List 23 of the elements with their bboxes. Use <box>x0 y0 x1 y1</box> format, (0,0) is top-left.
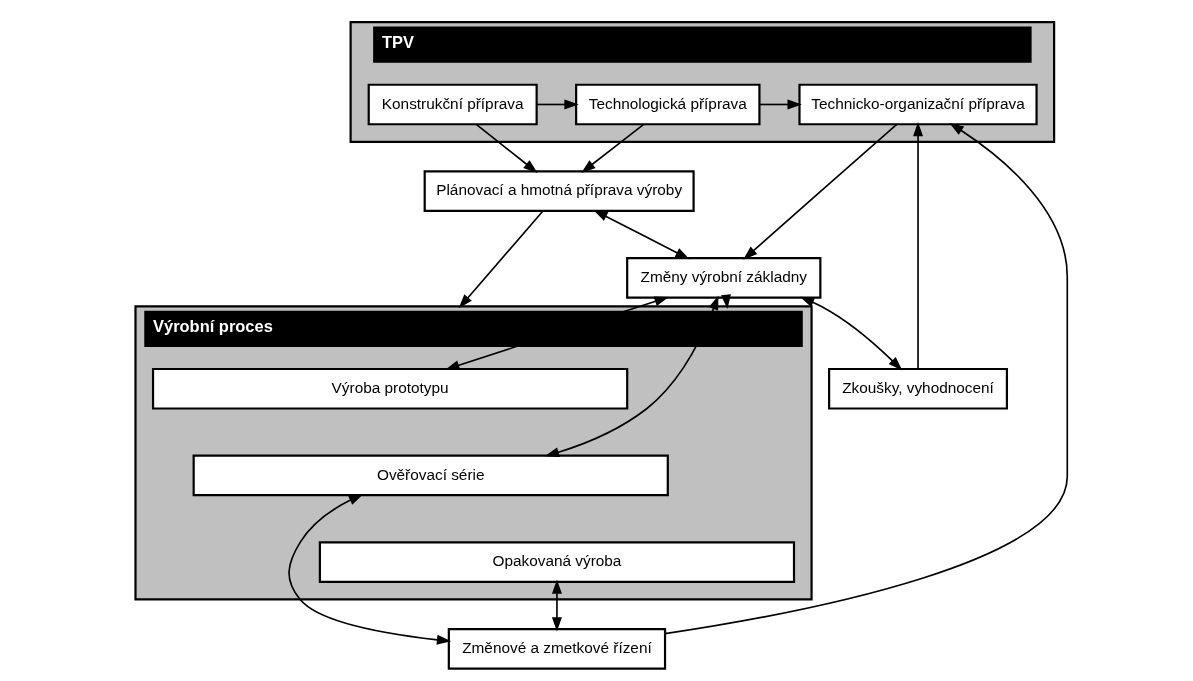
arrow <box>535 98 579 109</box>
arrow <box>663 122 1068 634</box>
node-box: Výroba prototypu <box>151 367 628 410</box>
arrow <box>912 121 923 370</box>
node-box: Plánovací a hmotná příprava výroby <box>423 169 695 212</box>
node-box: Změnové a zmetkové řízení <box>447 627 666 670</box>
arrow <box>287 493 451 645</box>
node-box: Technologická příprava <box>574 83 761 125</box>
arrow <box>592 209 690 259</box>
arrow <box>742 123 897 260</box>
node-box: Ověřovací série <box>192 454 669 496</box>
arrow <box>544 295 718 457</box>
arrow <box>444 296 669 370</box>
node-box: Opakovaná výroba <box>318 540 795 583</box>
node-box: Konstrukční příprava <box>367 83 538 125</box>
node-box: Zkoušky, vyhodnocení <box>827 367 1008 410</box>
arrow <box>551 579 562 632</box>
arrow <box>580 123 644 173</box>
node-box: Technicko-organizační příprava <box>797 83 1038 125</box>
arrow <box>758 98 802 109</box>
arrow <box>475 123 538 173</box>
arrow <box>799 296 902 371</box>
arrow <box>458 209 544 308</box>
